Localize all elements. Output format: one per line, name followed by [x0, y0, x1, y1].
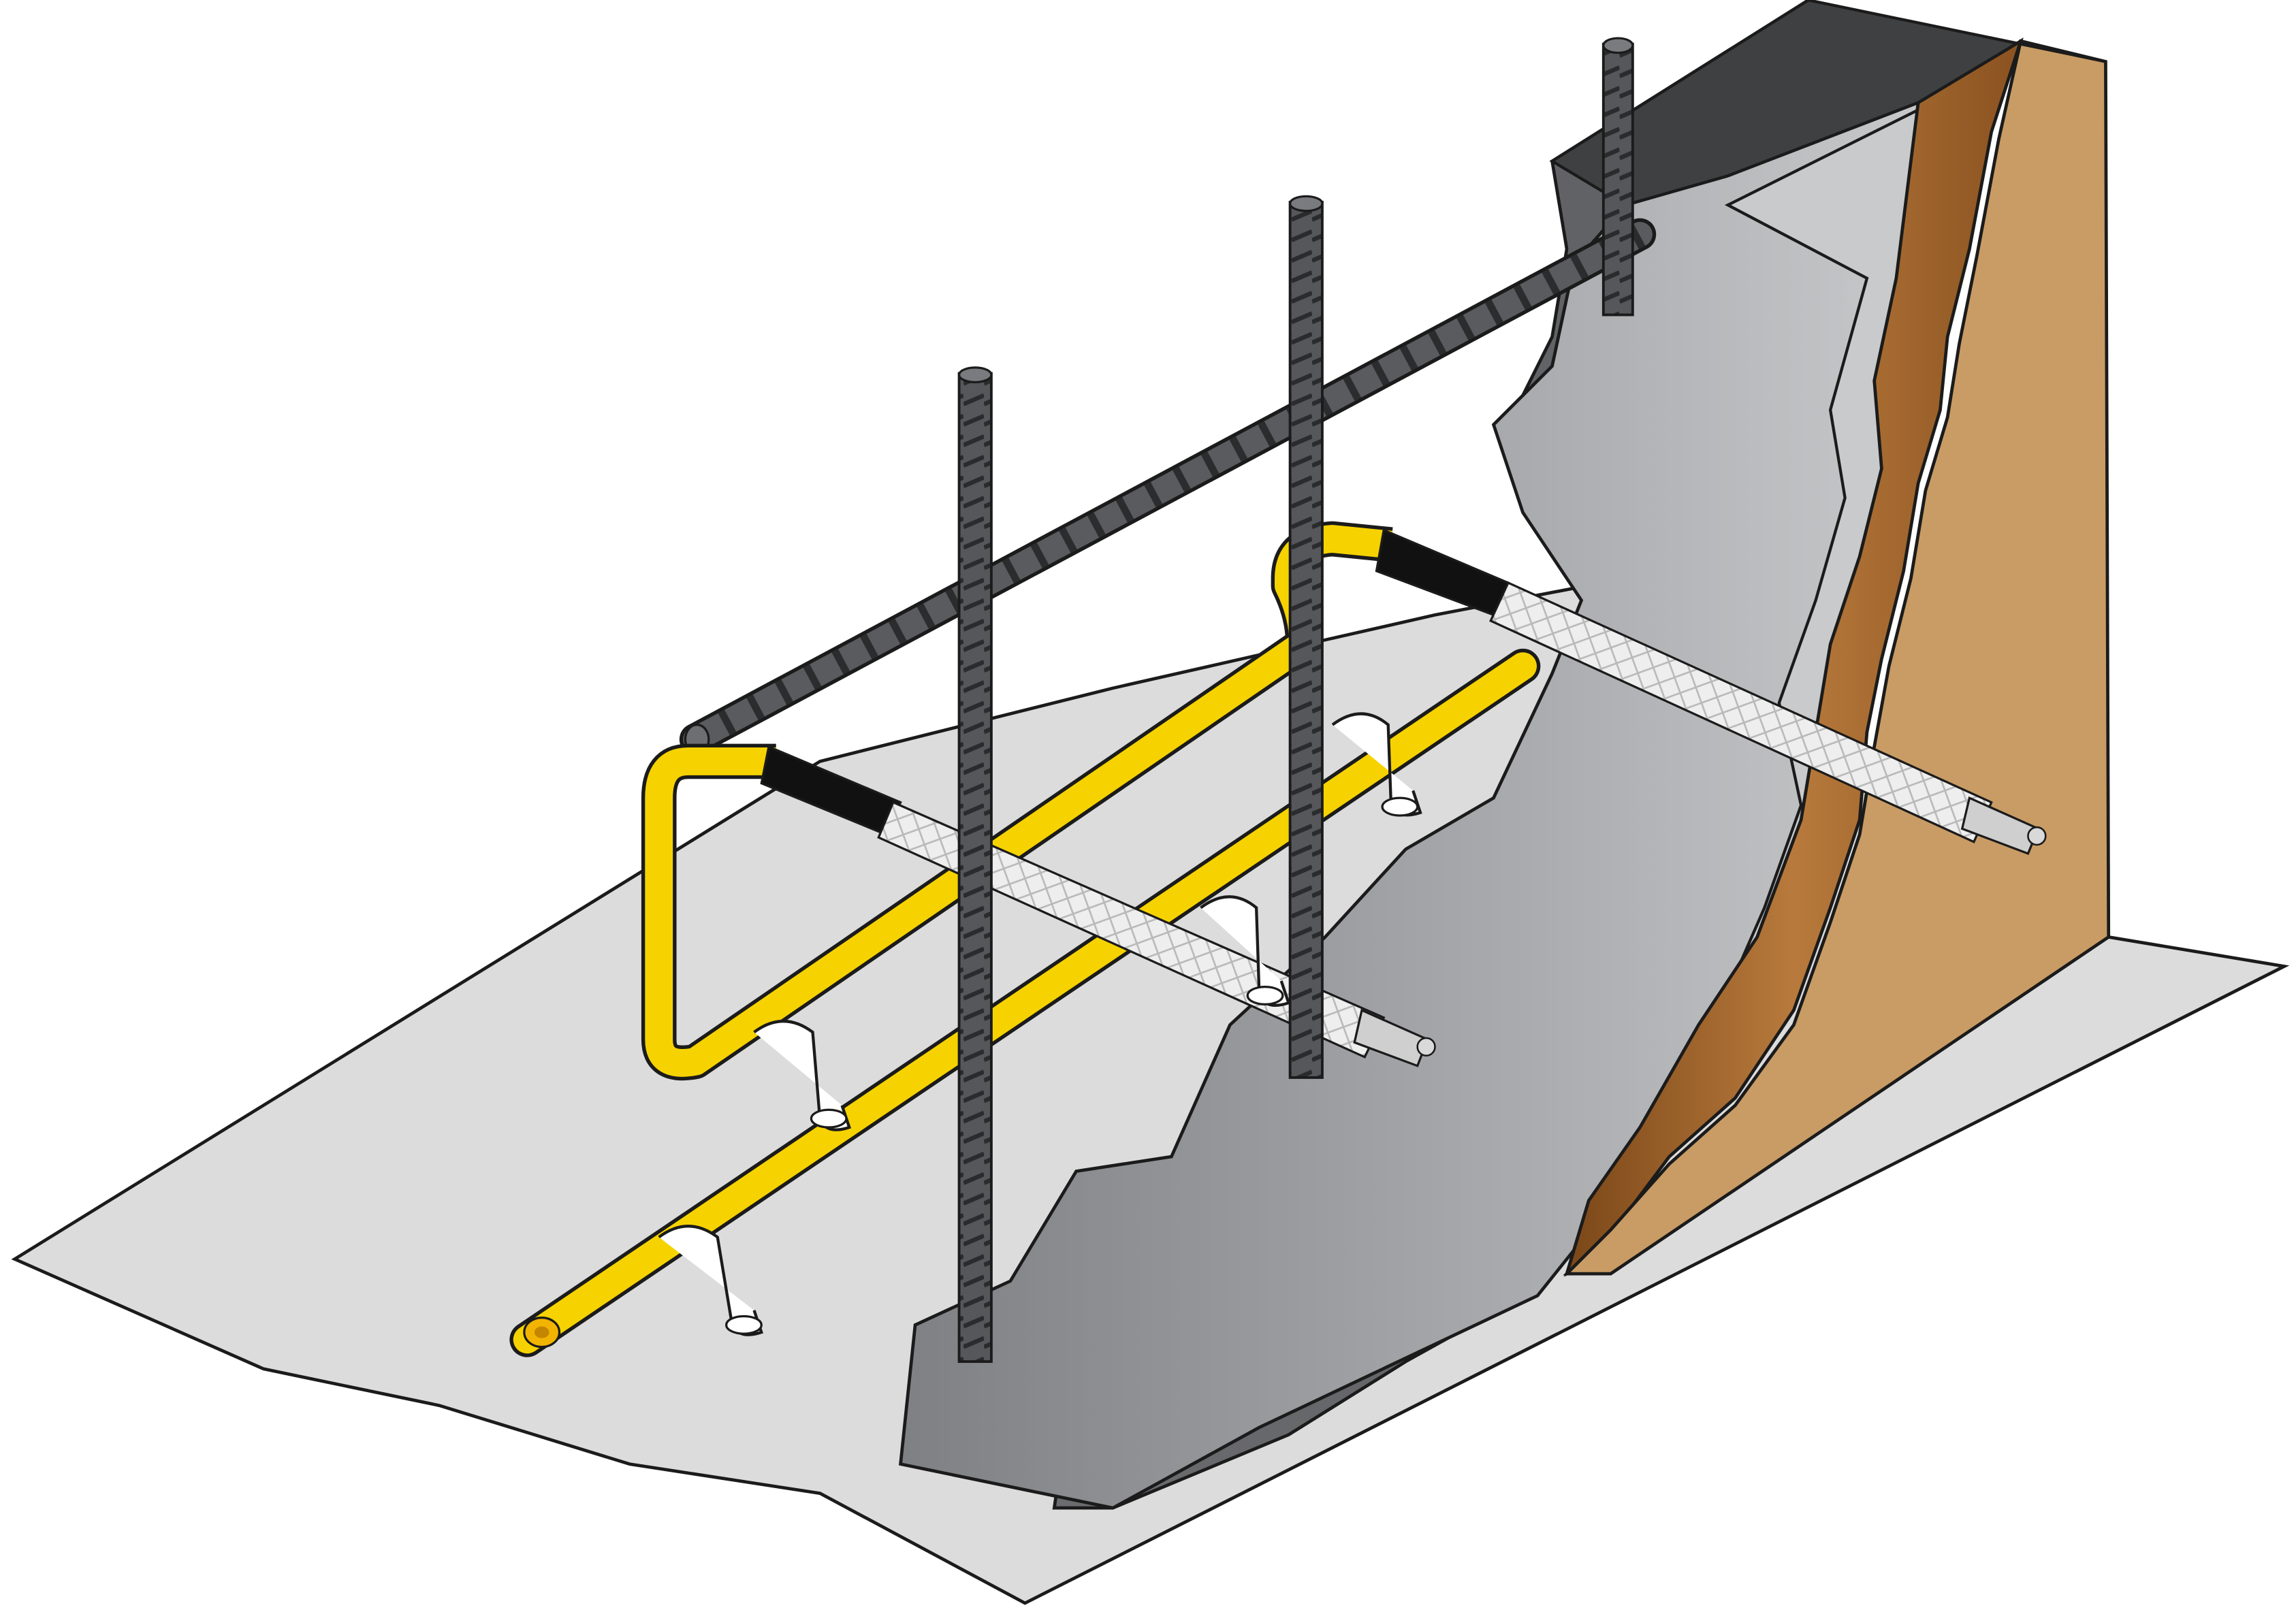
wall-top: [1549, 0, 2106, 207]
pipe-clamp: [1331, 712, 1422, 817]
hose-end-connector: [1375, 528, 1510, 617]
finish-layer: [1564, 37, 2024, 1277]
packer: [1960, 796, 2047, 855]
rebar-vertical: [1601, 37, 1634, 317]
pipe-clamp: [658, 1225, 763, 1336]
wall-face: [1563, 39, 2111, 1276]
rebar-vertical: [957, 366, 993, 1364]
sleeve: [1489, 581, 1993, 843]
pipe-clamp: [1200, 895, 1291, 1007]
packer: [1353, 1008, 1436, 1067]
pipe-clamp: [753, 1020, 852, 1131]
rebar-vertical: [1288, 195, 1324, 1079]
